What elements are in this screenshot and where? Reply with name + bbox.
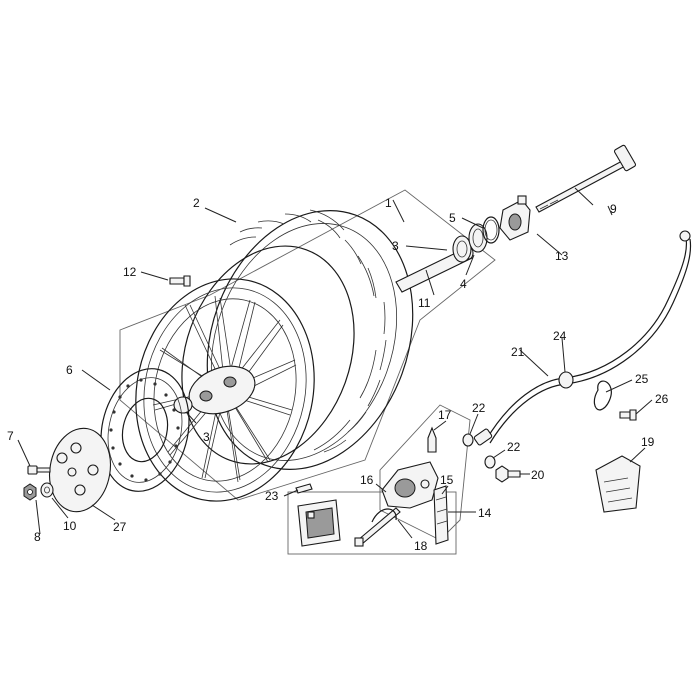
callout-24: 24 bbox=[553, 329, 567, 343]
pad-spring-plate bbox=[433, 485, 449, 545]
callout-11: 11 bbox=[418, 296, 431, 310]
sealing-washer-22b bbox=[484, 455, 496, 469]
speedometer-drive bbox=[499, 195, 531, 241]
parts-kit-bag bbox=[595, 455, 641, 513]
hose-guide-ring bbox=[558, 371, 574, 389]
wheel-axle bbox=[535, 144, 637, 213]
nut-8 bbox=[23, 483, 37, 501]
callout-16: 16 bbox=[360, 473, 374, 487]
hose-clip bbox=[593, 380, 612, 411]
callout-1: 1 bbox=[385, 196, 392, 210]
callout-5: 5 bbox=[449, 211, 456, 225]
callout-2: 2 bbox=[193, 196, 200, 210]
callout-26: 26 bbox=[655, 392, 669, 406]
circlip-ring bbox=[482, 216, 500, 244]
callout-7: 7 bbox=[7, 429, 14, 443]
wheel-bearing bbox=[452, 235, 472, 263]
brake-hose bbox=[473, 230, 692, 446]
callout-23: 23 bbox=[265, 489, 279, 503]
callout-6: 6 bbox=[66, 363, 73, 377]
callout-22b: 22 bbox=[507, 440, 521, 454]
wheel-assembly-outline bbox=[119, 189, 496, 501]
pad-pin-and-clip bbox=[354, 507, 401, 547]
callout-9: 9 bbox=[610, 202, 617, 216]
brake-pads bbox=[297, 499, 341, 547]
callout-15: 15 bbox=[440, 473, 454, 487]
screw-12 bbox=[169, 275, 191, 287]
screw-26 bbox=[619, 409, 637, 421]
washer-10 bbox=[40, 482, 54, 498]
tyre bbox=[181, 209, 414, 470]
sealing-washer-22a bbox=[462, 433, 474, 447]
callout-4: 4 bbox=[460, 277, 467, 291]
callout-19: 19 bbox=[641, 435, 655, 449]
banjo-bolt bbox=[495, 465, 521, 483]
callout-3-hub: 3 bbox=[203, 430, 210, 444]
callout-14: 14 bbox=[478, 506, 492, 520]
brake-caliper bbox=[381, 426, 439, 509]
callout-21: 21 bbox=[511, 345, 525, 359]
callout-20: 20 bbox=[531, 468, 545, 482]
callout-17: 17 bbox=[438, 408, 452, 422]
brake-disc bbox=[100, 368, 190, 492]
callout-13: 13 bbox=[555, 249, 569, 263]
callout-3-bearing: 3 bbox=[392, 239, 399, 253]
wheel-rim bbox=[135, 278, 315, 502]
callout-12: 12 bbox=[123, 265, 137, 279]
screw-23 bbox=[295, 483, 313, 494]
callout-27: 27 bbox=[113, 520, 127, 534]
leader-lines bbox=[17, 187, 653, 539]
callout-8: 8 bbox=[34, 530, 41, 544]
callout-10: 10 bbox=[63, 519, 77, 533]
bolt-7 bbox=[27, 465, 51, 475]
callout-18: 18 bbox=[414, 539, 428, 553]
caliper-group-outline bbox=[379, 404, 471, 541]
callout-labels: 1 2 3 3 4 5 6 7 8 9 10 11 12 13 14 15 16… bbox=[7, 196, 669, 553]
callout-22a: 22 bbox=[472, 401, 486, 415]
callout-25: 25 bbox=[635, 372, 649, 386]
hub-cover bbox=[49, 427, 111, 513]
brake-pad-group-box bbox=[287, 491, 457, 555]
